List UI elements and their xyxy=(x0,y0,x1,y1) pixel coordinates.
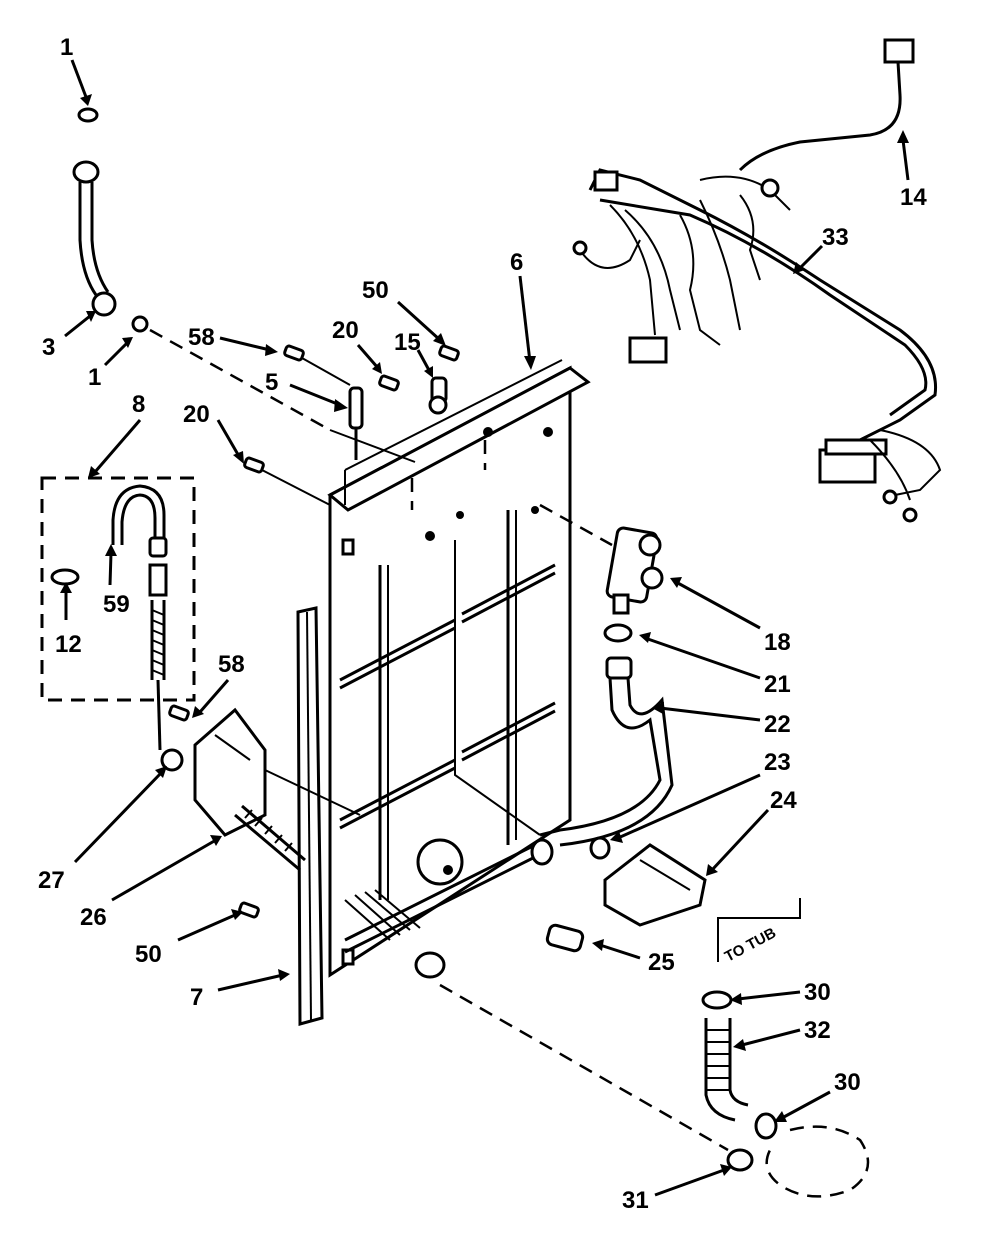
bottom-pump xyxy=(344,838,585,979)
callout-6: 6 xyxy=(510,249,523,276)
callout-27: 27 xyxy=(38,867,65,894)
callout-8: 8 xyxy=(132,391,145,418)
rear-panel xyxy=(327,359,591,978)
callout-22: 22 xyxy=(764,711,791,738)
callout-32: 32 xyxy=(804,1017,831,1044)
callout-20-left: 20 xyxy=(183,401,210,428)
callout-23: 23 xyxy=(764,749,791,776)
callout-1-lower: 1 xyxy=(88,364,101,391)
callout-50-lower: 50 xyxy=(135,941,162,968)
inlet-hose-assembly xyxy=(72,107,416,463)
side-bracket xyxy=(296,606,324,1026)
callout-14: 14 xyxy=(900,184,927,211)
water-valve xyxy=(539,503,664,615)
callout-59: 59 xyxy=(103,591,130,618)
callout-3: 3 xyxy=(42,334,55,361)
callout-15: 15 xyxy=(394,329,421,356)
drain-pump-area xyxy=(160,707,361,872)
hose-kit-box xyxy=(40,476,196,751)
callout-7: 7 xyxy=(190,984,203,1011)
callout-24: 24 xyxy=(770,787,797,814)
callout-12: 12 xyxy=(55,631,82,658)
callout-31: 31 xyxy=(622,1187,649,1214)
callout-26: 26 xyxy=(80,904,107,931)
callout-33: 33 xyxy=(822,224,849,251)
drain-hose-assembly xyxy=(539,623,707,927)
to-tub-label: TO TUB xyxy=(722,924,779,965)
callout-18: 18 xyxy=(764,629,791,656)
wire-harness xyxy=(572,38,942,523)
callout-30-top: 30 xyxy=(804,979,831,1006)
callout-21: 21 xyxy=(764,671,791,698)
tub-hose-assembly xyxy=(439,898,870,1198)
callout-30-lower: 30 xyxy=(834,1069,861,1096)
callout-5: 5 xyxy=(265,369,278,396)
callout-25: 25 xyxy=(648,949,675,976)
callout-58-top: 58 xyxy=(188,324,215,351)
callout-20-top: 20 xyxy=(332,317,359,344)
leader-lines xyxy=(60,59,910,1197)
screws xyxy=(168,344,460,919)
callout-58-lower: 58 xyxy=(218,651,245,678)
callout-1-top: 1 xyxy=(60,34,73,61)
callout-50-top: 50 xyxy=(362,277,389,304)
clip-and-bracket xyxy=(348,376,448,460)
